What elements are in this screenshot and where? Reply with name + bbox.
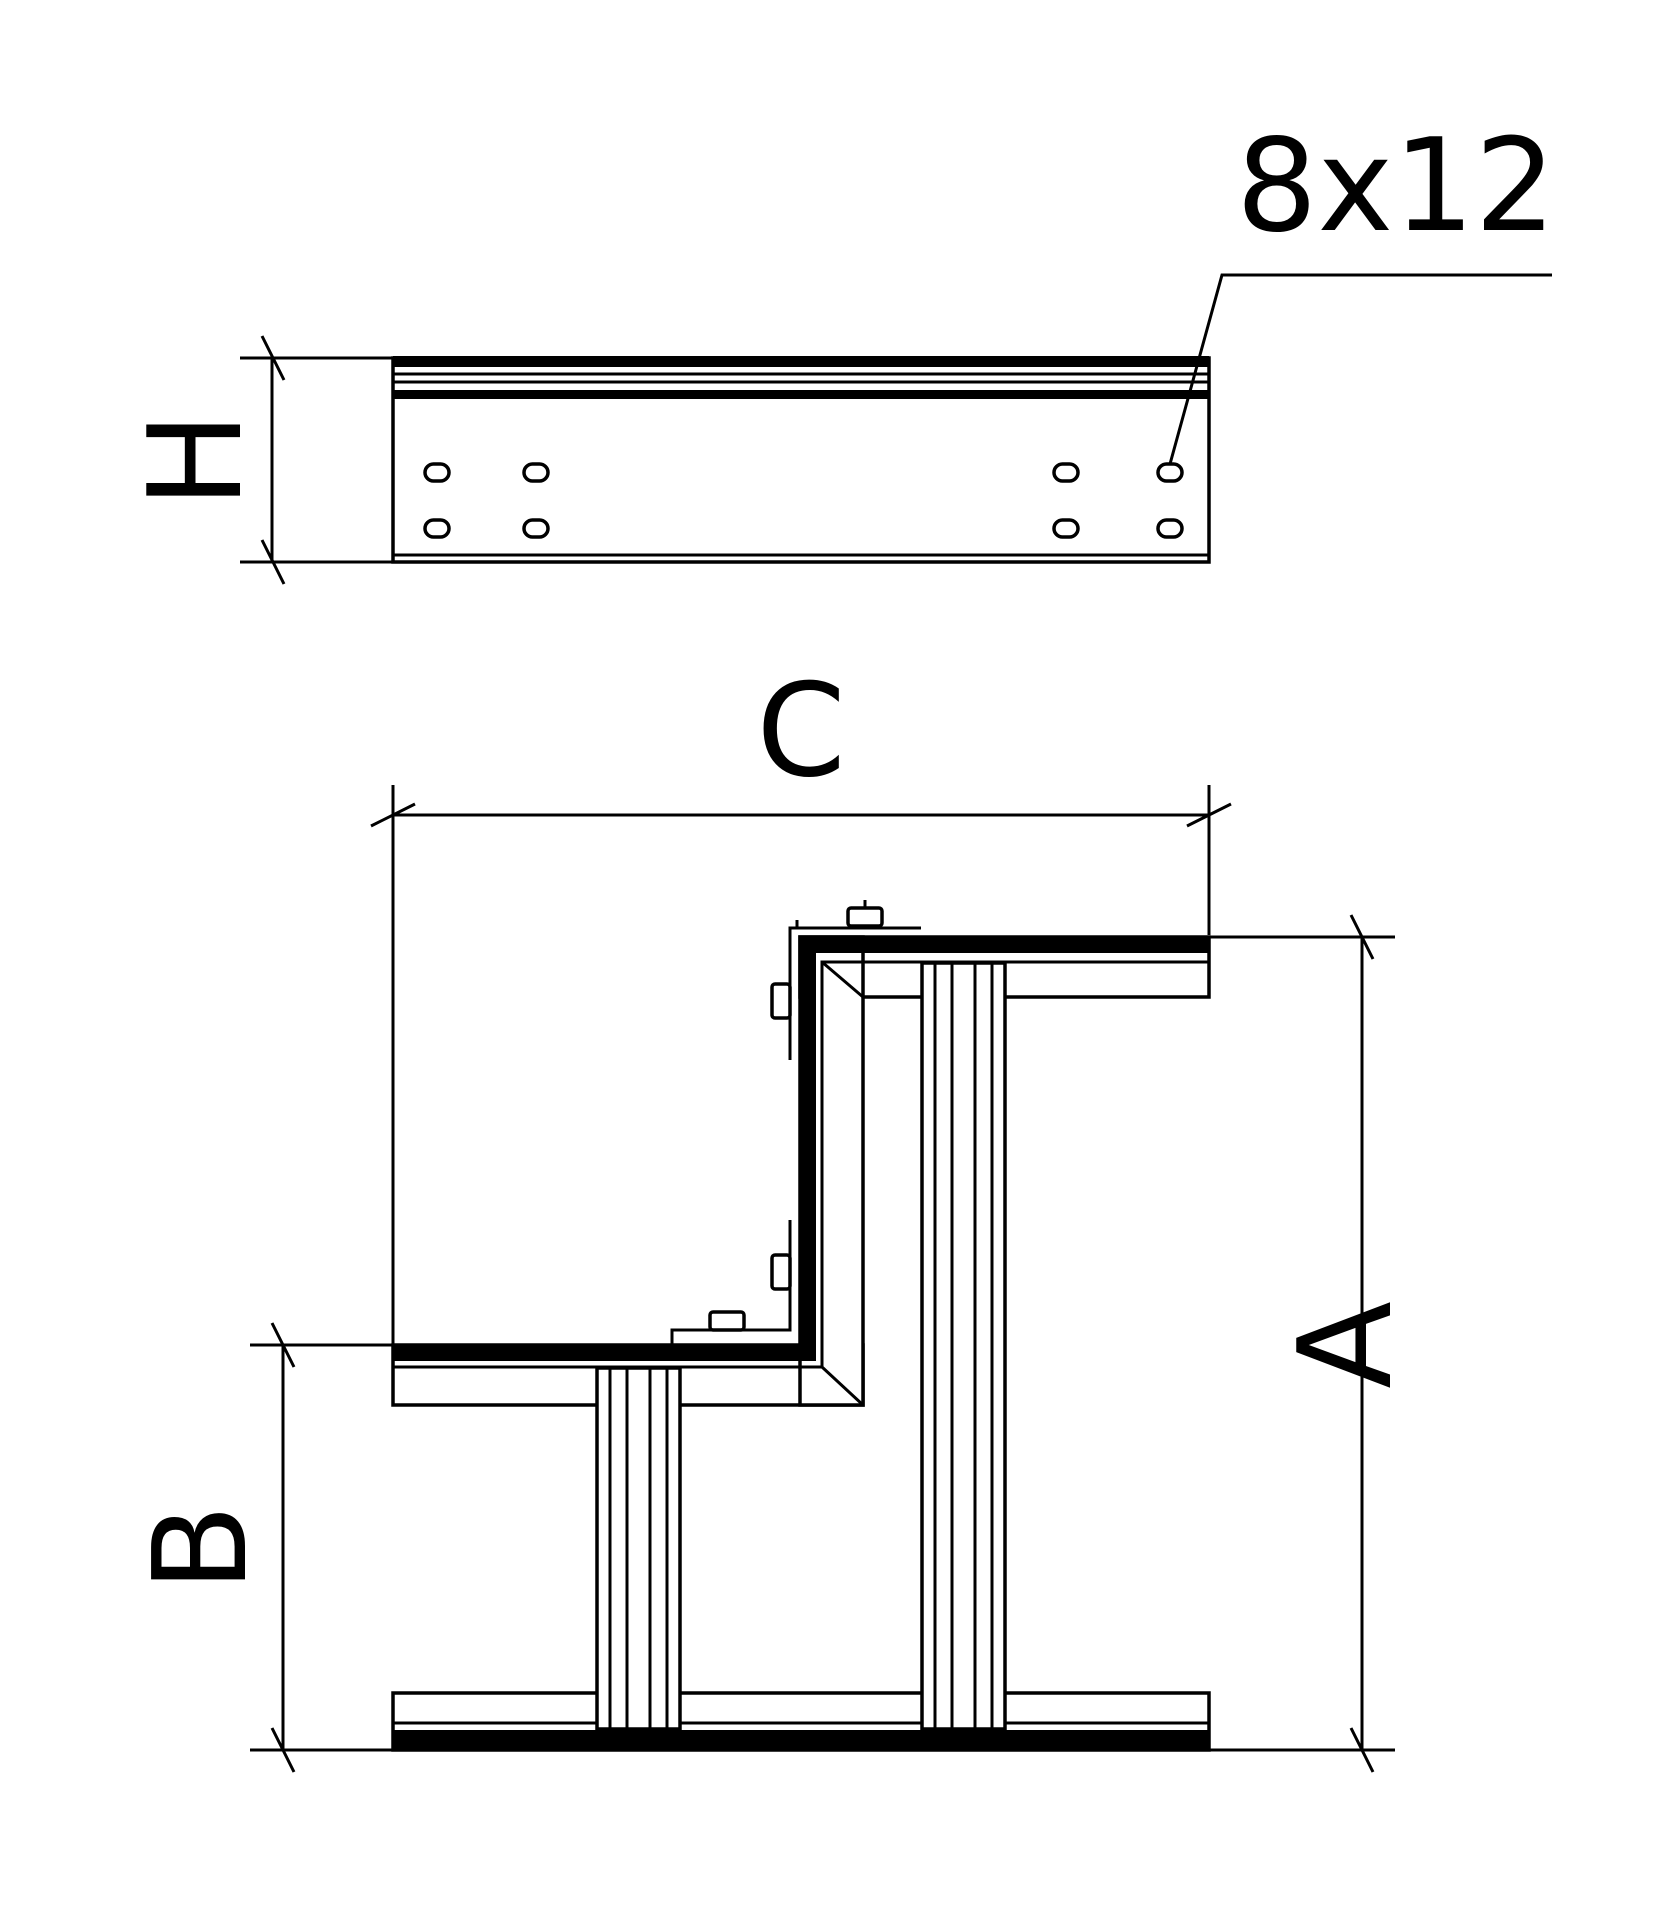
bottom-side-rail [391,1691,1211,1752]
slot-leader-line [1168,273,1552,465]
slot-hole [1052,462,1080,483]
slot-holes [423,462,1184,539]
slot-hole [1156,518,1184,539]
side-panel [391,356,1211,564]
stepped-side-rail [391,935,1211,1407]
connector-brackets [670,900,921,1345]
bolt [708,1310,746,1332]
slot-hole [522,518,550,539]
height-label: H [122,412,271,508]
side-view: 8x12 H [122,112,1556,585]
slot-hole [522,462,550,483]
slot-hole [423,462,451,483]
rung-long [920,961,1007,1731]
bolt [770,982,792,1020]
bolt [770,1253,792,1291]
height-dimension: H [122,335,393,585]
slot-hole [1052,518,1080,539]
bolt [846,900,884,928]
rung-short [595,1366,682,1731]
slot-hole [423,518,451,539]
length-dimension-b: B [127,1322,393,1773]
plan-view: C A B [127,657,1421,1773]
side-panel-top-lip [393,390,1209,399]
width-dimension-c: C [370,657,1232,1345]
length-b-label: B [127,1504,276,1592]
side-panel-top-edge [393,356,1209,367]
slot-size-label: 8x12 [1236,112,1556,261]
length-a-label: A [1272,1301,1421,1389]
width-c-label: C [756,657,845,806]
length-dimension-a: A [1209,914,1421,1773]
